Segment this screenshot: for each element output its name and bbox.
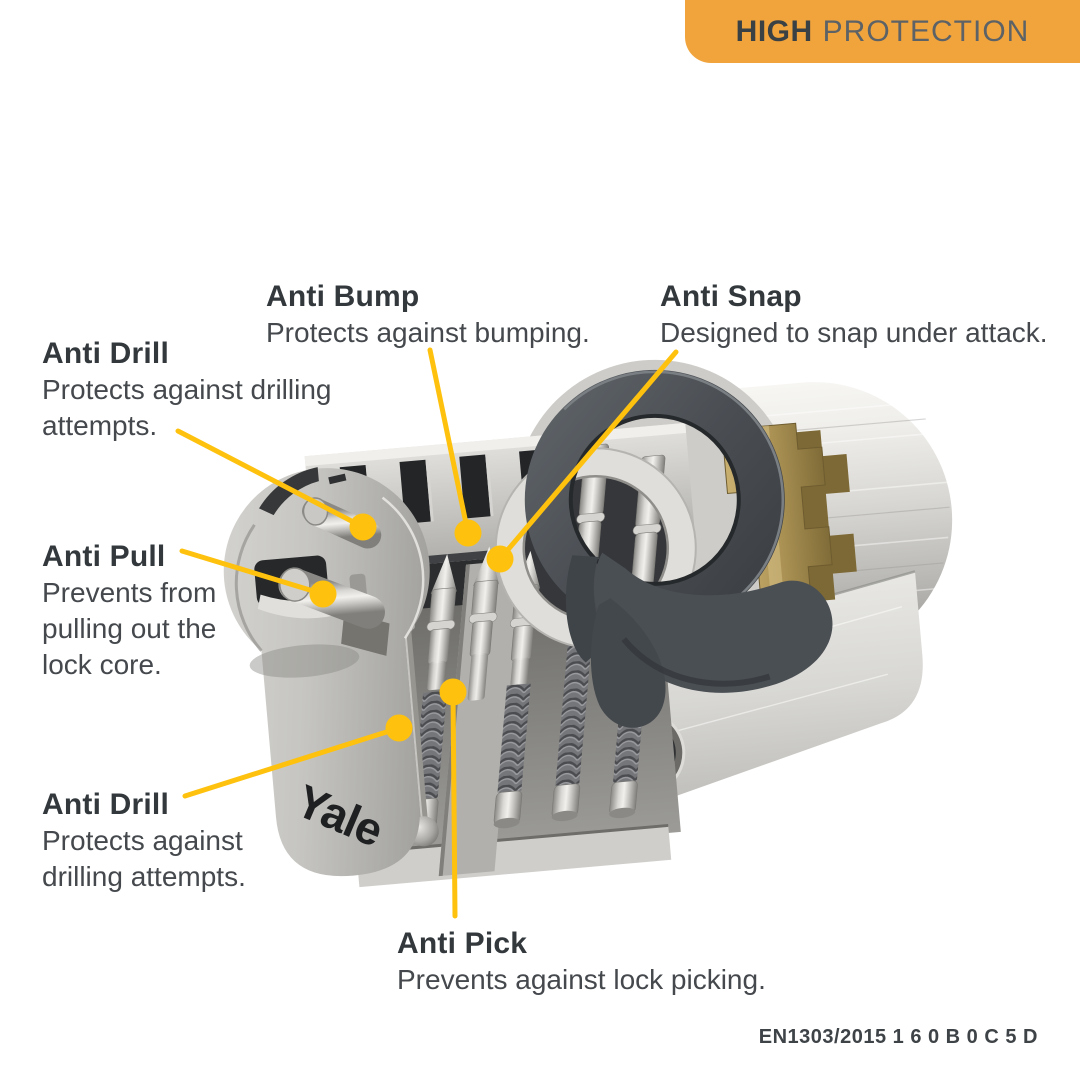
callout-anti-pull-title: Anti Pull bbox=[42, 540, 166, 573]
anti-bump-leader-line bbox=[427, 347, 471, 536]
face-slot-dash bbox=[328, 473, 347, 485]
certification-code: EN1303/2015 1 6 0 B 0 C 5 D bbox=[758, 1026, 1038, 1048]
callout-anti-drill-top-title: Anti Drill bbox=[42, 337, 169, 370]
pin-segment bbox=[427, 660, 446, 691]
key-pin-body bbox=[471, 579, 499, 617]
callout-anti-snap: Anti Snap Designed to snap under attack. bbox=[660, 278, 1080, 351]
anti-drill-top-leader-line bbox=[175, 428, 366, 530]
chamber-bridge bbox=[438, 559, 522, 877]
badge-rest: PROTECTION bbox=[822, 14, 1030, 48]
lock-body: Yale bbox=[223, 359, 953, 888]
anti-drill-bottom-dot bbox=[385, 714, 413, 742]
callout-anti-bump-title: Anti Bump bbox=[266, 280, 420, 313]
cam-claw bbox=[565, 552, 833, 728]
callout-anti-pick-title: Anti Pick bbox=[397, 927, 528, 960]
callout-anti-drill-top: Anti Drill Protects against drilling att… bbox=[42, 335, 372, 444]
key-pin-cone bbox=[473, 546, 499, 587]
driver-pin bbox=[427, 628, 451, 665]
callout-anti-pull: Anti Pull Prevents from pulling out the … bbox=[42, 538, 272, 683]
callout-anti-pick: Anti Pick Prevents against lock picking. bbox=[397, 925, 817, 998]
callout-anti-drill-bottom-title: Anti Drill bbox=[42, 788, 169, 821]
anti-snap-dot bbox=[486, 545, 514, 573]
pin-stack bbox=[467, 546, 499, 701]
badge-highlight: HIGH bbox=[735, 14, 813, 48]
pin-segment bbox=[510, 657, 530, 687]
pin-cap-base bbox=[551, 810, 578, 822]
anti-pull-dot bbox=[309, 580, 337, 608]
pin-spring bbox=[497, 683, 531, 793]
callout-anti-drill-bottom-desc: Protects against drilling attempts. bbox=[42, 825, 246, 892]
anti-drill-bottom-leader-line bbox=[182, 725, 402, 799]
anti-pull-leader-line bbox=[179, 548, 326, 597]
key-pin-cone bbox=[430, 554, 457, 594]
pin-cap-base bbox=[609, 807, 636, 819]
anti-snap-leader-line bbox=[497, 349, 679, 562]
callout-anti-pick-desc: Prevents against lock picking. bbox=[397, 964, 766, 995]
callout-anti-drill-top-desc: Protects against drilling attempts. bbox=[42, 374, 332, 441]
callout-anti-drill-bottom: Anti Drill Protects against drilling att… bbox=[42, 786, 302, 895]
callout-anti-snap-desc: Designed to snap under attack. bbox=[660, 317, 1048, 348]
driver-pin bbox=[510, 624, 534, 662]
anti-pick-dot bbox=[439, 678, 467, 706]
anti-pick-leader-line bbox=[450, 689, 458, 919]
driver-pin bbox=[469, 620, 493, 657]
leader-lines bbox=[175, 347, 679, 919]
callout-anti-pull-desc: Prevents from pulling out the lock core. bbox=[42, 577, 217, 680]
anti-bump-dot bbox=[454, 519, 482, 547]
callout-anti-bump-desc: Protects against bumping. bbox=[266, 317, 590, 348]
leader-dots bbox=[309, 513, 514, 742]
pin-segment bbox=[467, 653, 489, 701]
callout-anti-snap-title: Anti Snap bbox=[660, 280, 802, 313]
pin-cap-base bbox=[493, 817, 520, 829]
callout-anti-bump: Anti Bump Protects against bumping. bbox=[266, 278, 666, 351]
spring-seat-ledge bbox=[356, 825, 672, 888]
face-shadow bbox=[249, 644, 360, 678]
anti-drill-top-dot bbox=[349, 513, 377, 541]
ledge-edge bbox=[356, 823, 669, 855]
euro-profile-face: Yale bbox=[223, 467, 430, 877]
protection-level-badge: HIGH PROTECTION bbox=[685, 0, 1080, 63]
key-pin-body bbox=[429, 587, 457, 625]
